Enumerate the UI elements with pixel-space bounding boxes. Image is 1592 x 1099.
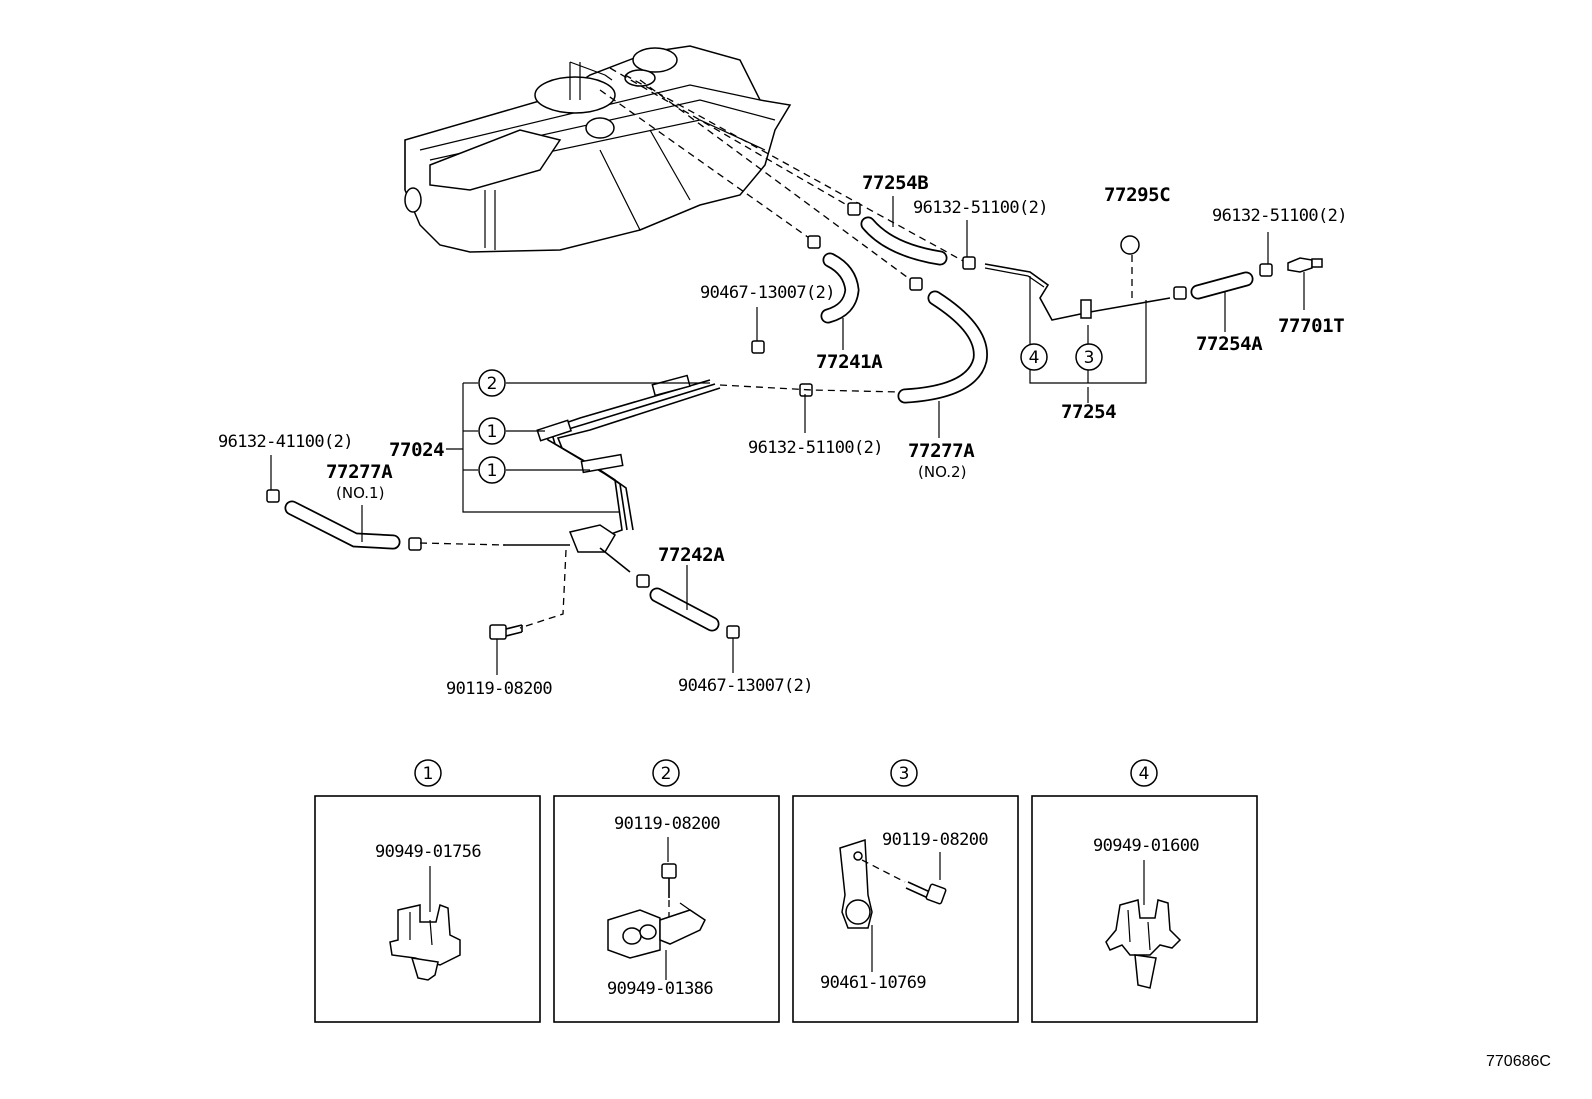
callout-1: 1 <box>487 422 498 442</box>
callout-4: 4 <box>1029 348 1040 368</box>
label-90467-13007-bottom: 90467-13007(2) <box>678 676 813 696</box>
pipe-77254 <box>984 263 1171 384</box>
detail-box-3: 3 90119-08200 90461-10769 <box>792 759 1019 1023</box>
bracket-90461-10769-drawing <box>839 838 906 929</box>
detail-2-number: 2 <box>661 764 672 784</box>
detail-4-number: 4 <box>1139 764 1150 784</box>
callout-2: 2 <box>487 374 498 394</box>
label-77254B: 77254B <box>862 172 928 194</box>
hose-77277A-no1 <box>284 500 401 550</box>
part-labels: 77254B 96132-51100(2) 77295C 96132-51100… <box>218 172 1347 699</box>
hose-77277A-no2 <box>897 290 988 404</box>
label-96132-51100-mid: 96132-51100(2) <box>748 438 883 458</box>
detail-2-part-90119-08200: 90119-08200 <box>614 814 720 834</box>
bolt-90119-08200 <box>489 624 523 640</box>
label-77254: 77254 <box>1061 401 1116 423</box>
label-leaders <box>270 196 1305 675</box>
label-77277A-no1: 77277A <box>326 461 393 483</box>
label-77277A-no2: 77277A <box>908 440 975 462</box>
detail-3-part-90461-10769: 90461-10769 <box>820 973 926 993</box>
clip-90949-01600-drawing <box>1105 899 1182 989</box>
detail-4-part-90949-01600: 90949-01600 <box>1093 836 1199 856</box>
fuel-tank <box>404 45 792 253</box>
detail-2-part-90949-01386: 90949-01386 <box>607 979 713 999</box>
callout-3: 3 <box>1084 348 1095 368</box>
clip-90949-01756-drawing <box>389 903 461 981</box>
label-77701T: 77701T <box>1278 315 1344 337</box>
label-96132-41100: 96132-41100(2) <box>218 432 353 452</box>
detail-box-2: 2 90119-08200 90949-01386 <box>553 759 780 1023</box>
detail-1-part-90949-01756: 90949-01756 <box>375 842 481 862</box>
bolt-90119-08200-detail-3 <box>905 881 947 905</box>
hose-77242A <box>649 587 720 632</box>
clamp-90949-01386-drawing <box>607 902 706 959</box>
label-no1: (NO.1) <box>336 484 384 502</box>
label-77241A: 77241A <box>816 351 883 373</box>
label-90119-08200-main: 90119-08200 <box>446 679 552 699</box>
callout-1-b: 1 <box>487 461 498 481</box>
diagram-reference-code: 770686C <box>1486 1053 1551 1070</box>
label-no2: (NO.2) <box>918 463 966 481</box>
label-77295C: 77295C <box>1104 184 1170 206</box>
label-90467-13007-top: 90467-13007(2) <box>700 283 835 303</box>
main-callouts: 2 1 1 4 3 <box>478 343 1103 484</box>
detail-3-number: 3 <box>899 764 910 784</box>
fuel-tubes-77024 <box>503 374 721 573</box>
bolt-90119-08200-detail <box>661 863 677 928</box>
detail-box-4: 4 90949-01600 <box>1031 759 1258 1023</box>
label-77242A: 77242A <box>658 544 725 566</box>
part-77295C <box>1120 235 1140 302</box>
detail-1-number: 1 <box>423 764 434 784</box>
label-77024: 77024 <box>389 439 444 461</box>
hose-77254A <box>1190 271 1254 300</box>
part-77701T <box>1287 257 1323 273</box>
label-77254A: 77254A <box>1196 333 1263 355</box>
label-96132-51100-top: 96132-51100(2) <box>913 198 1048 218</box>
hose-clips <box>266 202 1273 639</box>
connection-dashes <box>419 384 901 629</box>
detail-3-part-90119-08200: 90119-08200 <box>882 830 988 850</box>
label-96132-51100-right: 96132-51100(2) <box>1212 206 1347 226</box>
hose-77254B <box>860 216 948 266</box>
detail-box-1: 1 90949-01756 <box>314 759 541 1023</box>
hose-77241A <box>820 252 860 324</box>
tank-leader-lines <box>599 67 966 284</box>
